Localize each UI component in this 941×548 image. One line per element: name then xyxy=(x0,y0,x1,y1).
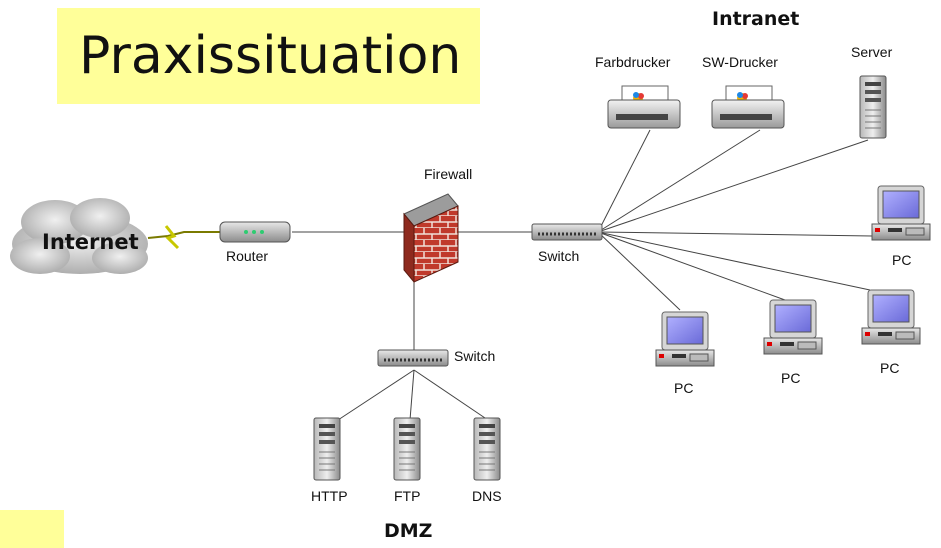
pc-icon xyxy=(871,185,931,241)
switch-pc-right-link xyxy=(597,231,873,237)
switch-server-link xyxy=(597,139,869,233)
dmz-http-link xyxy=(337,369,415,421)
color-printer-label: Farbdrucker xyxy=(595,54,671,70)
server-icon xyxy=(473,417,501,481)
printer-icon xyxy=(711,85,785,129)
zone-label-dmz: DMZ xyxy=(384,520,433,542)
switch-icon xyxy=(376,348,450,368)
dmz-dns-link xyxy=(413,369,489,421)
switch-pc2-link xyxy=(597,231,786,301)
switch-pc1-link xyxy=(597,231,681,311)
page-title: Praxissituation xyxy=(79,26,462,86)
connections xyxy=(147,129,873,421)
pc-label: PC xyxy=(880,360,900,376)
lightning-icon xyxy=(164,225,180,250)
zone-label-internet: Internet xyxy=(42,230,139,254)
pc-label: PC xyxy=(892,252,912,268)
highlight-box xyxy=(0,510,64,548)
pc-label: PC xyxy=(674,380,694,396)
router-label: Router xyxy=(226,248,269,264)
http-server-label: HTTP xyxy=(311,488,348,504)
switch-colorprinter-link xyxy=(597,129,651,233)
server-icon xyxy=(313,417,341,481)
internet-cloud xyxy=(10,198,148,274)
zone-label-intranet: Intranet xyxy=(712,8,800,30)
title-banner: Praxissituation xyxy=(57,8,480,104)
pc-icon xyxy=(655,311,715,367)
pc-label: PC xyxy=(781,370,801,386)
switch-label: Switch xyxy=(538,248,580,264)
bw-printer-label: SW-Drucker xyxy=(702,54,778,70)
ftp-server-label: FTP xyxy=(394,488,421,504)
server-icon xyxy=(859,75,887,139)
pc-icon xyxy=(763,299,823,355)
dmz-switch-label: Switch xyxy=(454,348,496,364)
firewall-icon xyxy=(403,193,459,284)
switch-pc3-link xyxy=(597,231,871,291)
printer-icon xyxy=(607,85,681,129)
dns-server-label: DNS xyxy=(472,488,502,504)
pc-icon xyxy=(861,289,921,345)
switch-icon xyxy=(530,222,604,242)
switch-bwprinter-link xyxy=(597,129,761,233)
dmz-ftp-link xyxy=(409,369,415,421)
server-label: Server xyxy=(851,44,893,60)
router-icon xyxy=(219,221,291,243)
internet-link xyxy=(147,231,220,239)
firewall-label: Firewall xyxy=(424,166,473,182)
server-icon xyxy=(393,417,421,481)
